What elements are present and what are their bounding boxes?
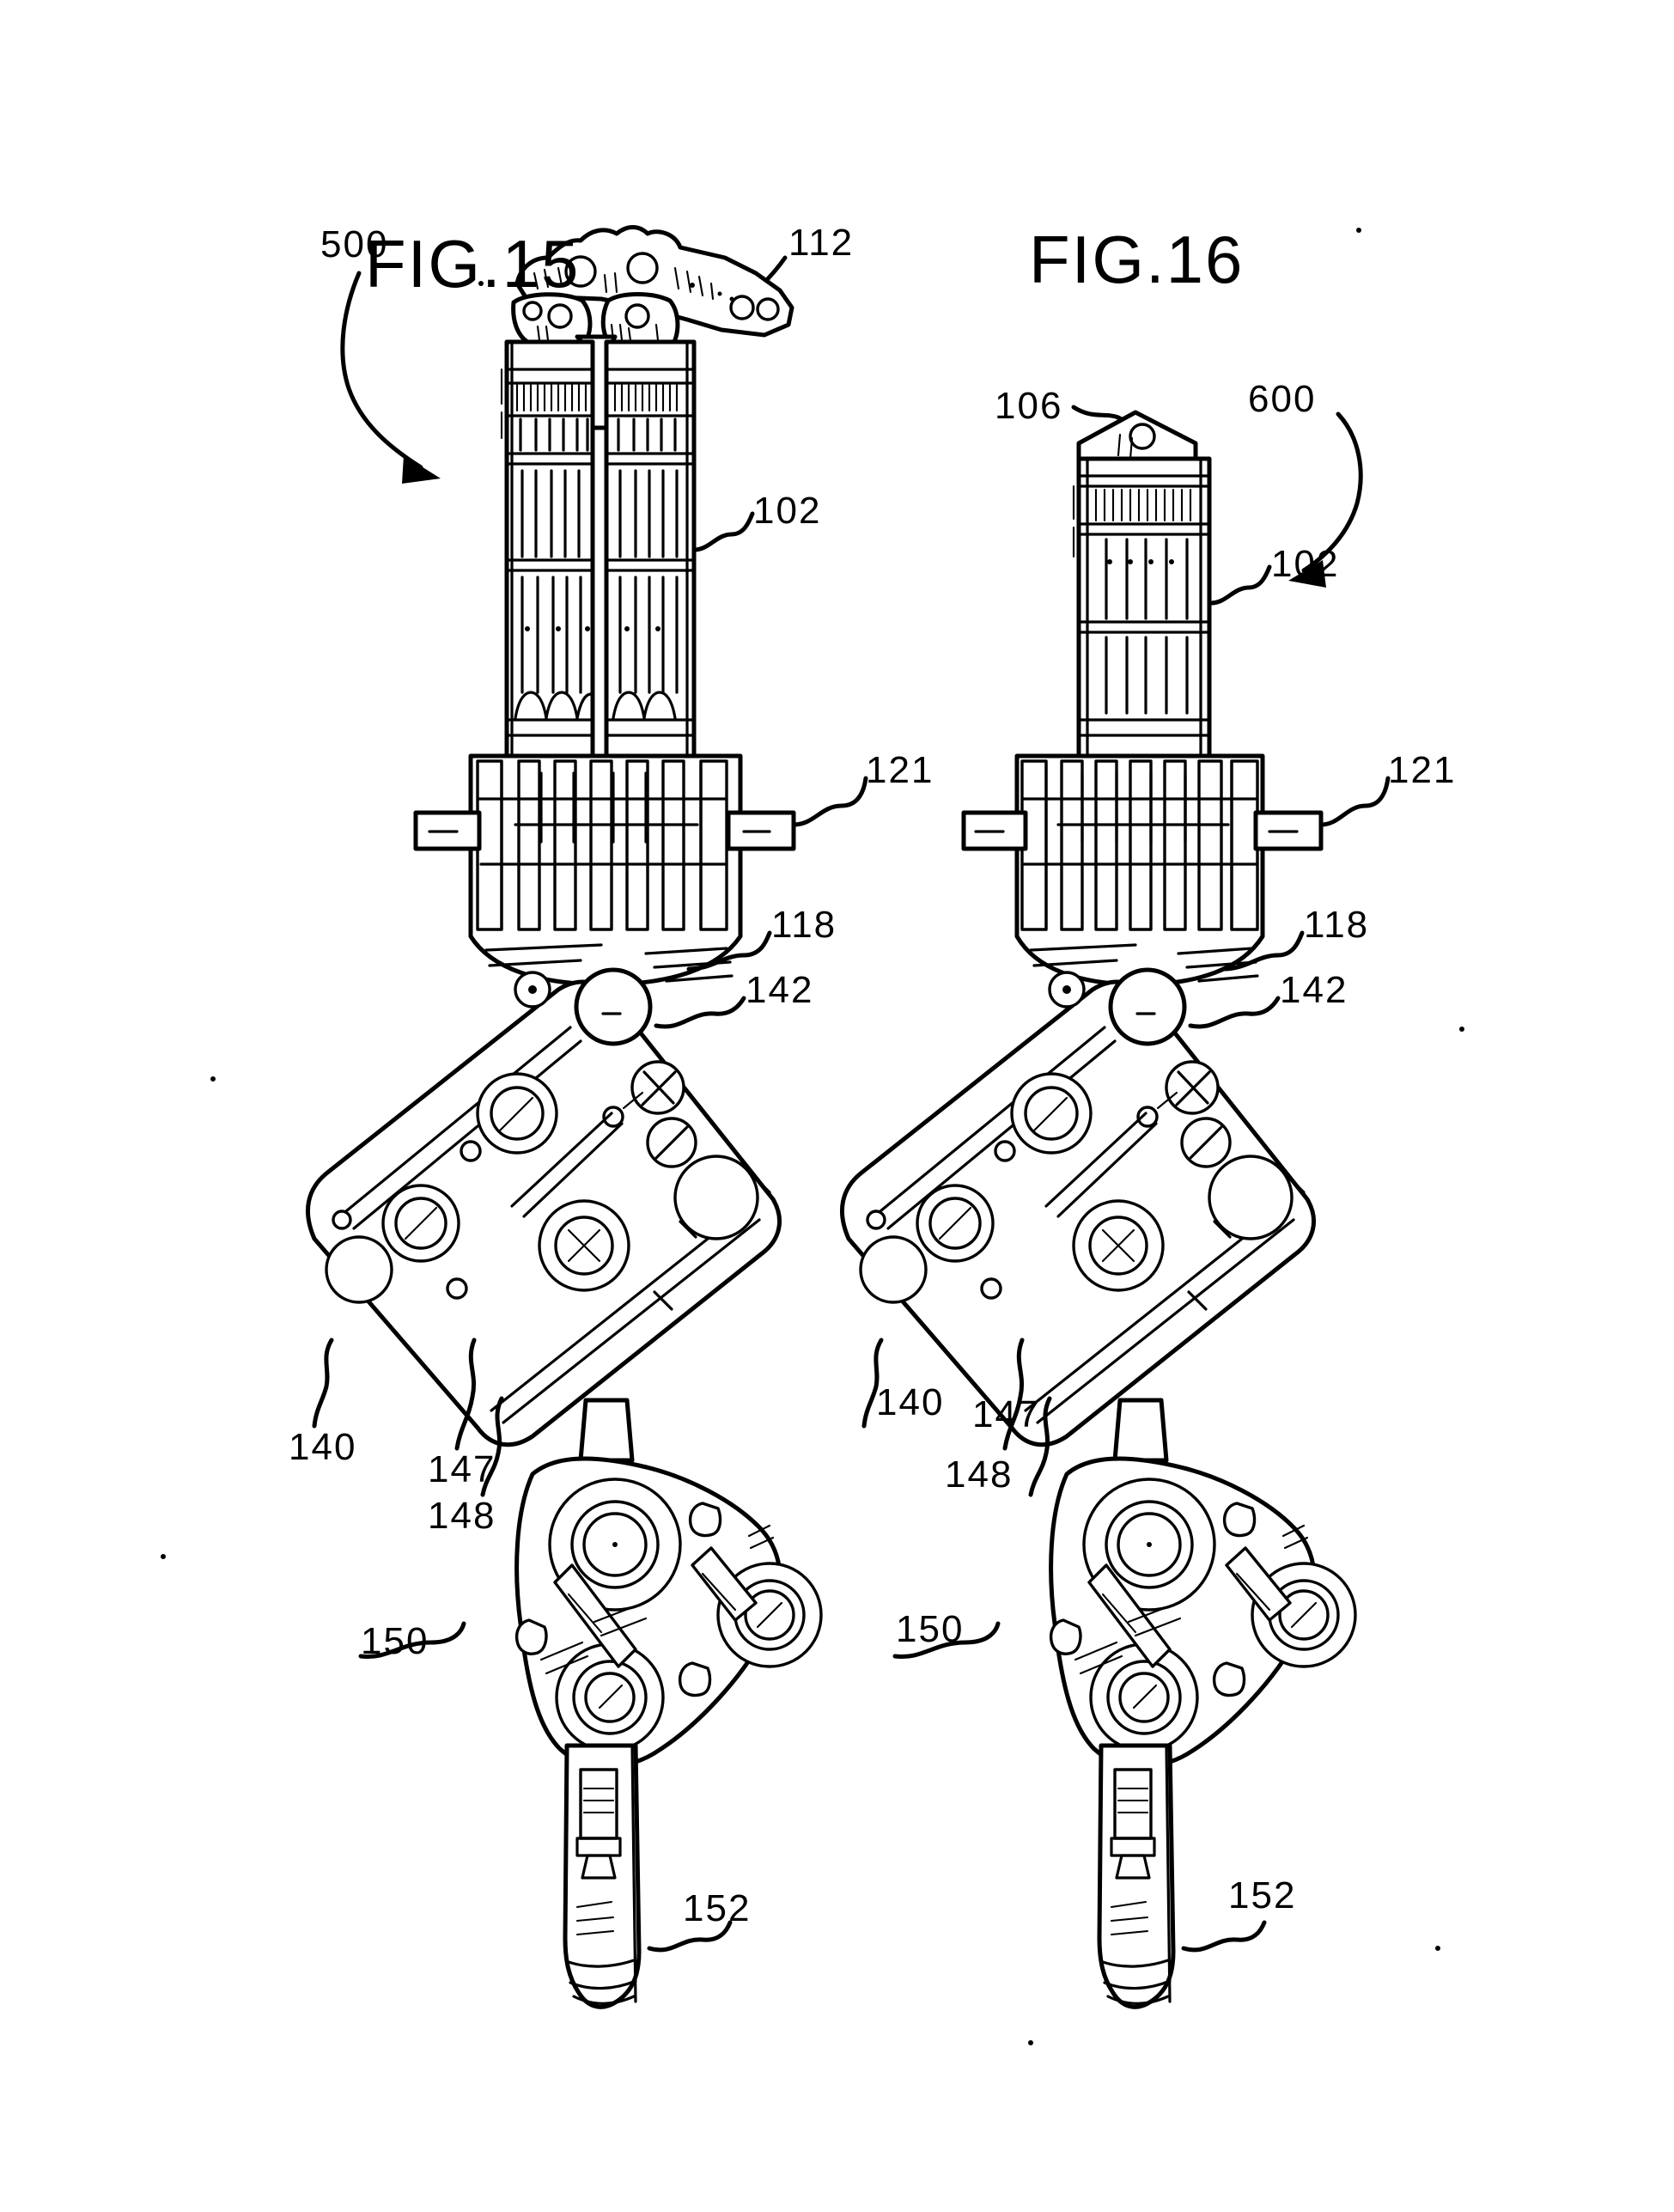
fig15-label-118: 118	[771, 904, 837, 946]
fig16-trunnion-left	[961, 810, 1028, 851]
fig15-leader-121	[791, 776, 868, 827]
fig15-label-147: 147	[428, 1448, 496, 1490]
fig15-shaft-152	[563, 1743, 642, 2009]
fig16-label-142: 142	[1280, 969, 1348, 1011]
fig15-leader-102	[691, 511, 755, 552]
fig15-label-152: 152	[683, 1887, 752, 1929]
fig15-leader-147	[454, 1338, 477, 1451]
fig16-label-152: 152	[1228, 1874, 1297, 1916]
fig16-leader-121	[1318, 776, 1391, 827]
fig15-title: FIG.15	[365, 226, 581, 302]
fig15-label-112: 112	[788, 222, 855, 264]
fig15-trunnion-left	[413, 810, 482, 851]
fig16-leader-142	[1188, 996, 1281, 1029]
fig15-assembly-arrow	[340, 271, 441, 484]
fig16-label-600: 600	[1248, 378, 1317, 420]
fig15-leader-118	[686, 930, 772, 972]
fig16-leader-152	[1181, 1920, 1267, 1953]
fig16-cylinder	[1072, 456, 1212, 759]
fig16-trunnion-right	[1253, 810, 1324, 851]
fig16-label-121: 121	[1388, 749, 1457, 791]
fig16-manifold-118	[961, 753, 1324, 987]
fig15-label-148: 148	[428, 1495, 496, 1537]
fig16-leader-106	[1071, 405, 1138, 442]
fig15-label-500: 500	[320, 223, 389, 265]
fig15-leader-142	[654, 996, 746, 1029]
fig15-plate-150	[514, 1456, 823, 1769]
fig16-label-140: 140	[876, 1381, 945, 1423]
fig15-label-121: 121	[866, 749, 934, 791]
fig15-label-142: 142	[746, 969, 814, 1011]
fig16-label-147: 147	[972, 1393, 1041, 1435]
fig16-label-148: 148	[945, 1453, 1014, 1496]
fig15-label-102: 102	[753, 490, 822, 532]
fig16-shaft-152	[1097, 1743, 1176, 2009]
fig15-plate-140	[306, 971, 782, 1447]
fig15-trunnion-right	[726, 810, 796, 851]
fig16-label-106: 106	[995, 385, 1063, 427]
fig16-pivot-142	[1108, 967, 1187, 1046]
fig15-manifold-118	[413, 753, 796, 987]
fig15-leader-112	[735, 255, 788, 310]
fig16-plate-150	[1049, 1456, 1357, 1769]
fig16-label-150: 150	[896, 1608, 965, 1650]
fig15-center-post	[575, 334, 618, 430]
fig16-leader-102	[1208, 564, 1272, 606]
fig15-neck	[578, 1398, 635, 1463]
fig15-cylinder-left	[500, 339, 595, 759]
fig16-leader-118	[1220, 930, 1305, 972]
fig16-label-118: 118	[1304, 904, 1370, 946]
fig16-cap-106	[1076, 410, 1198, 466]
fig16-artwork	[840, 228, 1464, 2045]
fig15-label-140: 140	[289, 1426, 357, 1468]
fig15-label-150: 150	[361, 1620, 429, 1662]
fig15-cylinder-right	[604, 339, 697, 759]
fig15-pivot-142	[574, 967, 653, 1046]
fig16-plate-140	[840, 971, 1316, 1447]
fig16-neck	[1112, 1398, 1169, 1463]
fig15-leader-140	[312, 1338, 334, 1429]
fig16-label-102: 102	[1271, 543, 1340, 585]
fig16-title: FIG.16	[1029, 222, 1245, 297]
